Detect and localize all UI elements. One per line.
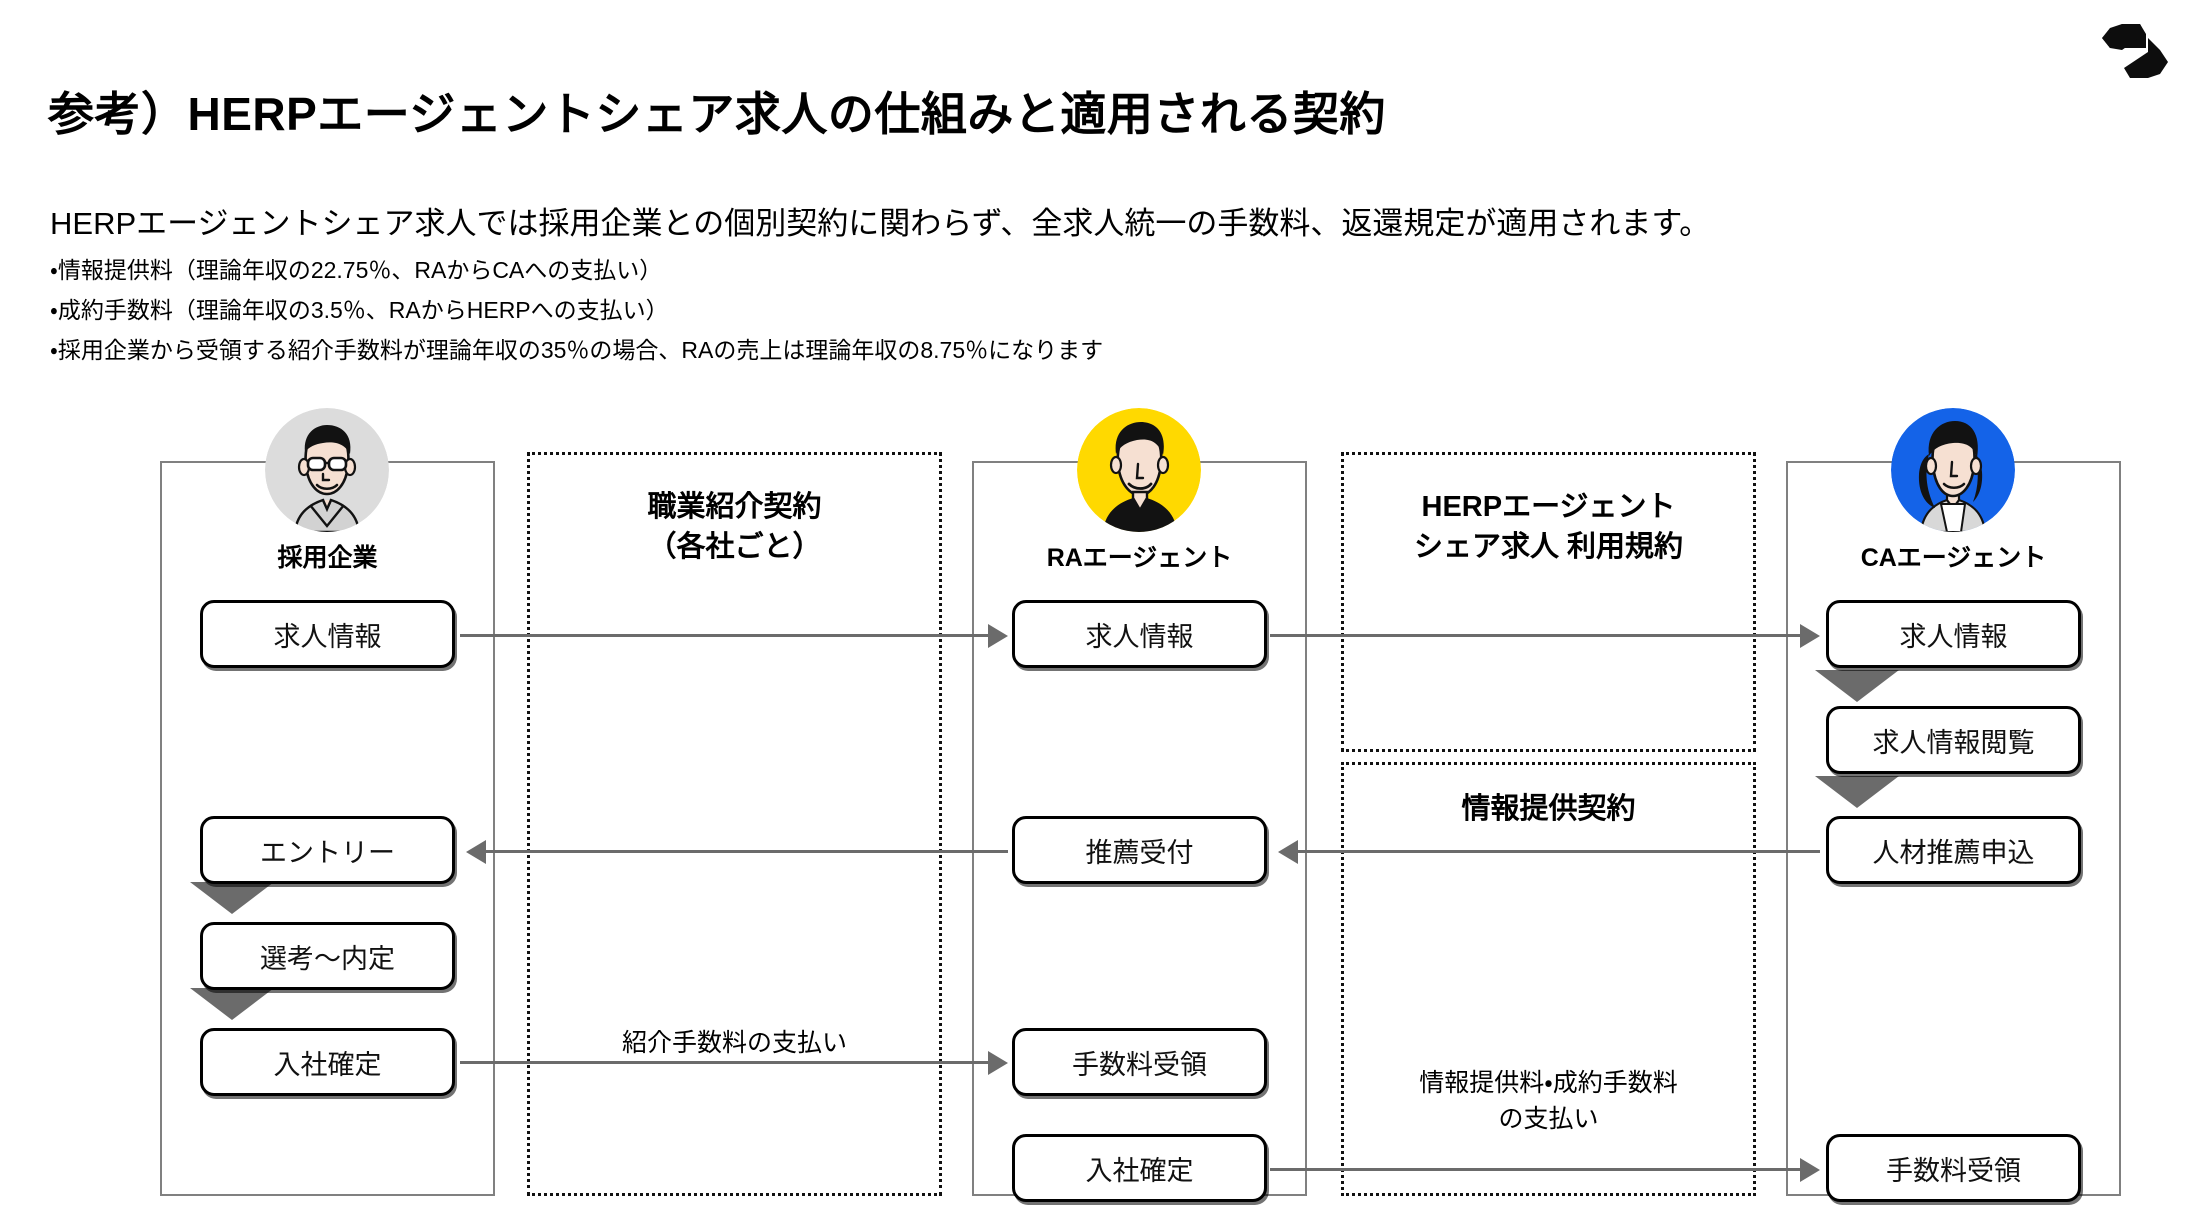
node-company-hire-confirmed[interactable]: 入社確定 bbox=[200, 1028, 455, 1096]
bullet-item: ・採用企業から受領する紹介手数料が理論年収の35％の場合、RAの売上は理論年収の… bbox=[50, 337, 1104, 363]
arrow-ra-to-ca-fee bbox=[1800, 1158, 1820, 1182]
contract-title-line1: HERPエージェント bbox=[1421, 491, 1676, 523]
bullet-item: ・情報提供料（理論年収の22.75％、RAからCAへの支払い） bbox=[50, 257, 663, 283]
arrow-ra-to-company-entry bbox=[466, 840, 486, 864]
contract-title-line2: （各社ごと） bbox=[647, 531, 822, 563]
connector-ca-to-ra-referral bbox=[1290, 850, 1820, 853]
node-ca-fee-receipt[interactable]: 手数料受領 bbox=[1826, 1134, 2081, 1202]
edge-label-info-fee-line2: の支払い bbox=[1498, 1105, 1599, 1133]
node-company-job-info[interactable]: 求人情報 bbox=[200, 600, 455, 668]
node-ra-fee-receipt[interactable]: 手数料受領 bbox=[1012, 1028, 1267, 1096]
flow-arrow-entry-to-screening bbox=[190, 882, 274, 914]
bullet-item: ・成約手数料（理論年収の3.5％、RAからHERPへの支払い） bbox=[50, 297, 669, 323]
node-company-screening[interactable]: 選考〜内定 bbox=[200, 922, 455, 990]
role-label-ca: CAエージェント bbox=[1860, 544, 2047, 572]
node-company-entry[interactable]: エントリー bbox=[200, 816, 455, 884]
contract-box-job-placement: 職業紹介契約 （各社ごと） 紹介手数料の支払い bbox=[527, 452, 942, 1196]
ca-agent-avatar bbox=[1891, 408, 2015, 532]
company-avatar bbox=[265, 408, 389, 532]
arrow-ra-to-ca bbox=[1800, 624, 1820, 648]
herp-logo-icon bbox=[2096, 18, 2174, 84]
arrow-company-to-ra-fee bbox=[988, 1051, 1008, 1075]
connector-ra-to-ca bbox=[1270, 634, 1815, 637]
connector-ra-to-ca-fee bbox=[1270, 1168, 1815, 1171]
connector-company-to-ra bbox=[460, 634, 1000, 637]
node-ca-job-info[interactable]: 求人情報 bbox=[1826, 600, 2081, 668]
role-label-ra: RAエージェント bbox=[1046, 544, 1233, 572]
node-ra-hire-confirmed[interactable]: 入社確定 bbox=[1012, 1134, 1267, 1202]
ra-agent-avatar bbox=[1077, 408, 1201, 532]
contract-box-herp-terms: HERPエージェント シェア求人 利用規約 bbox=[1341, 452, 1756, 752]
flow-arrow-screening-to-hire bbox=[190, 988, 274, 1020]
node-ca-candidate-referral[interactable]: 人材推薦申込 bbox=[1826, 816, 2081, 884]
page-title: 参考）HERPエージェントシェア求人の仕組みと適用される契約 bbox=[48, 88, 1386, 140]
bullet-list: ・情報提供料（理論年収の22.75％、RAからCAへの支払い） ・成約手数料（理… bbox=[50, 250, 1103, 370]
arrow-company-to-ra bbox=[988, 624, 1008, 648]
flow-arrow-view-to-referral bbox=[1815, 776, 1899, 808]
connector-ra-to-company-entry bbox=[478, 850, 1008, 853]
node-ra-job-info[interactable]: 求人情報 bbox=[1012, 600, 1267, 668]
edge-label-info-fee-line1: 情報提供料・成約手数料 bbox=[1419, 1069, 1678, 1097]
node-ra-referral-accept[interactable]: 推薦受付 bbox=[1012, 816, 1267, 884]
contract-title-line2: シェア求人 利用規約 bbox=[1413, 531, 1684, 563]
contract-title-line1: 情報提供契約 bbox=[1461, 793, 1636, 825]
node-ca-job-info-view[interactable]: 求人情報閲覧 bbox=[1826, 706, 2081, 774]
contract-title-line1: 職業紹介契約 bbox=[647, 491, 822, 523]
contract-box-info-provision: 情報提供契約 情報提供料・成約手数料 の支払い bbox=[1341, 762, 1756, 1196]
connector-company-to-ra-fee bbox=[460, 1061, 995, 1064]
arrow-ca-to-ra-referral bbox=[1278, 840, 1298, 864]
flow-arrow-jobinfo-to-view bbox=[1815, 670, 1899, 702]
lead-paragraph: HERPエージェントシェア求人では採用企業との個別契約に関わらず、全求人統一の手… bbox=[50, 206, 1711, 241]
role-label-company: 採用企業 bbox=[277, 544, 378, 572]
edge-label-referral-fee: 紹介手数料の支払い bbox=[621, 1029, 847, 1057]
